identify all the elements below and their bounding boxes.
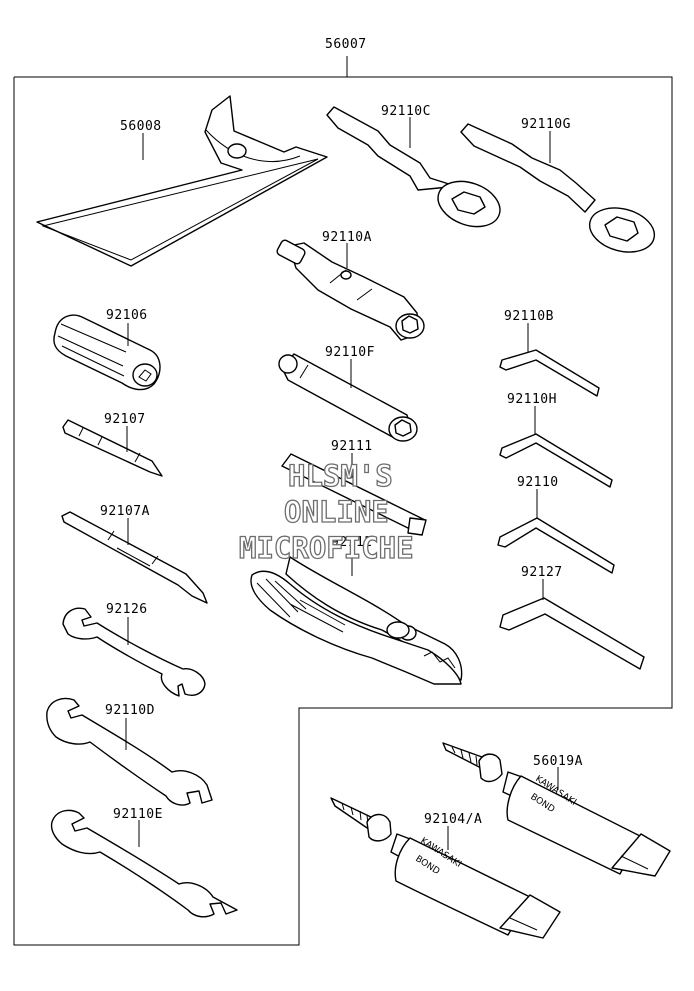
- svg-text:ONLINE: ONLINE: [284, 495, 389, 529]
- part-label-92110h: 92110H: [507, 392, 557, 407]
- tool-case-icon[interactable]: [36, 95, 328, 267]
- hex-key-icon[interactable]: [499, 433, 613, 488]
- screwdriver-grip-icon[interactable]: [53, 314, 161, 391]
- hex-key-icon[interactable]: [499, 597, 645, 670]
- svg-text:HLSM'S: HLSM'S: [288, 459, 393, 493]
- open-end-wrench-icon[interactable]: [50, 809, 238, 918]
- part-label-92107: 92107: [104, 412, 146, 427]
- screwdriver-bit-icon[interactable]: [61, 511, 208, 604]
- part-label-92110d: 92110D: [105, 703, 155, 718]
- watermark: HLSM'S ONLINE MICROFICHE: [238, 458, 414, 565]
- screwdriver-bit-icon[interactable]: [62, 419, 163, 477]
- part-label-92110c: 92110C: [381, 104, 431, 119]
- part-label-92110f: 92110F: [325, 345, 375, 360]
- part-label-92127: 92127: [521, 565, 563, 580]
- part-label-92110: 92110: [517, 475, 559, 490]
- assembly-label: 56007: [325, 37, 367, 52]
- open-end-wrench-icon[interactable]: [62, 607, 206, 697]
- part-label-92110g: 92110G: [521, 117, 571, 132]
- part-label-92110b: 92110B: [504, 309, 554, 324]
- hex-key-icon[interactable]: [499, 349, 600, 397]
- pliers-icon[interactable]: [250, 556, 463, 685]
- socket-wrench-icon[interactable]: [276, 239, 425, 341]
- assembly-frame: [13, 56, 673, 946]
- hex-key-icon[interactable]: [497, 517, 615, 574]
- socket-wrench-icon[interactable]: [278, 353, 418, 442]
- part-label-92110e: 92110E: [113, 807, 163, 822]
- part-label-92104a: 92104/A: [424, 812, 482, 827]
- open-end-wrench-icon[interactable]: [46, 697, 213, 806]
- part-label-92106: 92106: [106, 308, 148, 323]
- box-wrench-icon[interactable]: [326, 106, 506, 235]
- svg-text:MICROFICHE: MICROFICHE: [239, 531, 414, 565]
- part-label-56008: 56008: [120, 119, 162, 134]
- part-label-92110a: 92110A: [322, 230, 372, 245]
- box-wrench-icon[interactable]: [460, 123, 659, 259]
- part-label-92111: 92111: [331, 439, 373, 454]
- part-label-92126: 92126: [106, 602, 148, 617]
- part-label-92112: 92112: [331, 535, 373, 550]
- part-label-92107a: 92107A: [100, 504, 150, 519]
- part-label-56019a: 56019A: [533, 754, 583, 769]
- tommy-bar-icon[interactable]: [281, 453, 427, 536]
